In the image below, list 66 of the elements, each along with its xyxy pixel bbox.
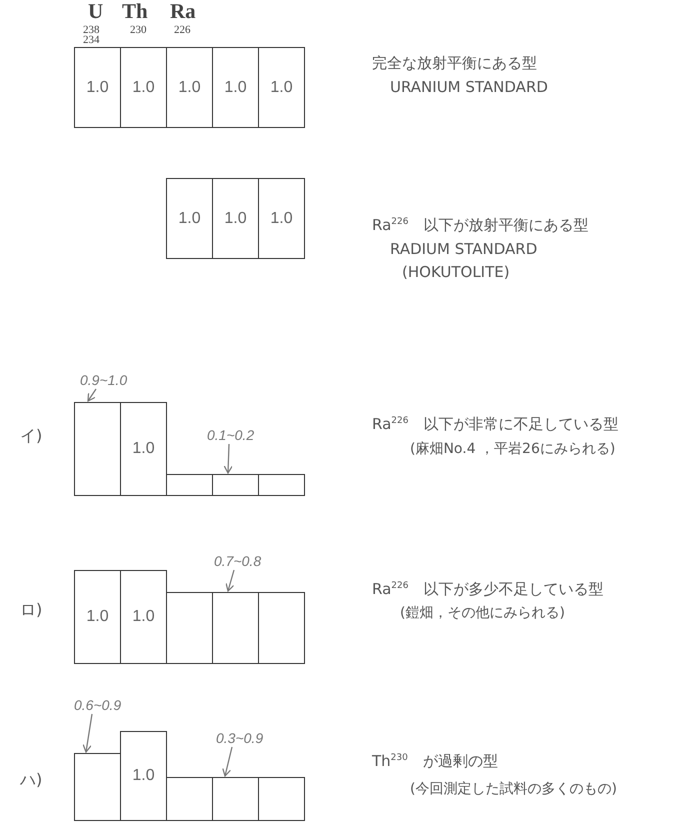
value-label: 1.0	[132, 767, 155, 785]
description-text: (HOKUTOLITE)	[402, 263, 510, 281]
element-symbol: Ra	[170, 0, 196, 24]
bar-box	[258, 47, 305, 128]
mass-number: 226	[174, 24, 190, 36]
description-text: (麻畑No.4 ，平岩26にみられる)	[410, 440, 616, 458]
bar-box	[74, 402, 121, 496]
description-text: RADIUM STANDARD	[390, 240, 538, 258]
value-range-label: 0.7~0.8	[214, 553, 262, 569]
description-text: Ra$^{226}$ 以下が非常に不足している型	[372, 415, 618, 434]
row-marker: イ)	[20, 426, 42, 447]
description-text: (鎧畑，その他にみられる)	[400, 604, 565, 622]
bar-box	[258, 474, 305, 496]
mass-number: 230	[130, 24, 146, 36]
bar-box	[120, 402, 167, 496]
bar-box	[258, 178, 305, 259]
bar-box	[166, 178, 213, 259]
bar-box	[120, 570, 167, 664]
bar-box	[166, 777, 213, 821]
value-label: 1.0	[132, 78, 155, 96]
leader-arrow	[222, 746, 233, 777]
value-range-label: 0.9~1.0	[80, 372, 128, 388]
bar-box	[74, 570, 121, 664]
leader-arrow	[87, 388, 96, 402]
bar-box	[74, 753, 121, 821]
value-range-label: 0.1~0.2	[207, 427, 254, 443]
description-text: URANIUM STANDARD	[390, 78, 548, 96]
bar-box	[74, 47, 121, 128]
value-label: 1.0	[178, 78, 201, 96]
value-label: 1.0	[178, 210, 201, 228]
description-text: (今回測定した試料の多くのもの)	[410, 780, 617, 798]
bar-box	[212, 592, 259, 664]
bar-box	[258, 777, 305, 821]
element-symbol: U	[88, 0, 104, 24]
bar-box	[212, 47, 259, 128]
value-label: 1.0	[132, 440, 155, 458]
leader-arrow	[225, 570, 235, 592]
bar-box	[166, 592, 213, 664]
value-label: 1.0	[86, 608, 109, 626]
leader-arrow	[224, 444, 233, 474]
mass-number: 238	[83, 24, 100, 36]
leader-arrow	[82, 714, 93, 753]
description-text: Th$^{230}$ が過剰の型	[372, 752, 498, 771]
bar-box	[258, 592, 305, 664]
bar-box	[120, 731, 167, 821]
bar-box	[166, 47, 213, 128]
bar-box	[212, 474, 259, 496]
bar-box	[212, 777, 259, 821]
value-range-label: 0.3~0.9	[216, 730, 264, 746]
value-label: 1.0	[224, 78, 247, 96]
value-label: 1.0	[132, 608, 155, 626]
value-label: 1.0	[86, 78, 109, 96]
bar-box	[166, 474, 213, 496]
element-symbol: Th	[122, 0, 148, 24]
row-marker: ハ)	[20, 770, 42, 791]
mass-number: 234	[83, 34, 100, 46]
bar-box	[212, 178, 259, 259]
description-text: Ra$^{226}$ 以下が多少不足している型	[372, 580, 604, 599]
value-label: 1.0	[270, 210, 293, 228]
value-label: 1.0	[270, 78, 293, 96]
value-label: 1.0	[224, 210, 247, 228]
bar-box	[120, 47, 167, 128]
description-text: 完全な放射平衡にある型	[372, 54, 537, 73]
description-text: Ra$^{226}$ 以下が放射平衡にある型	[372, 216, 588, 235]
row-marker: ロ)	[20, 600, 42, 621]
value-range-label: 0.6~0.9	[74, 697, 122, 713]
